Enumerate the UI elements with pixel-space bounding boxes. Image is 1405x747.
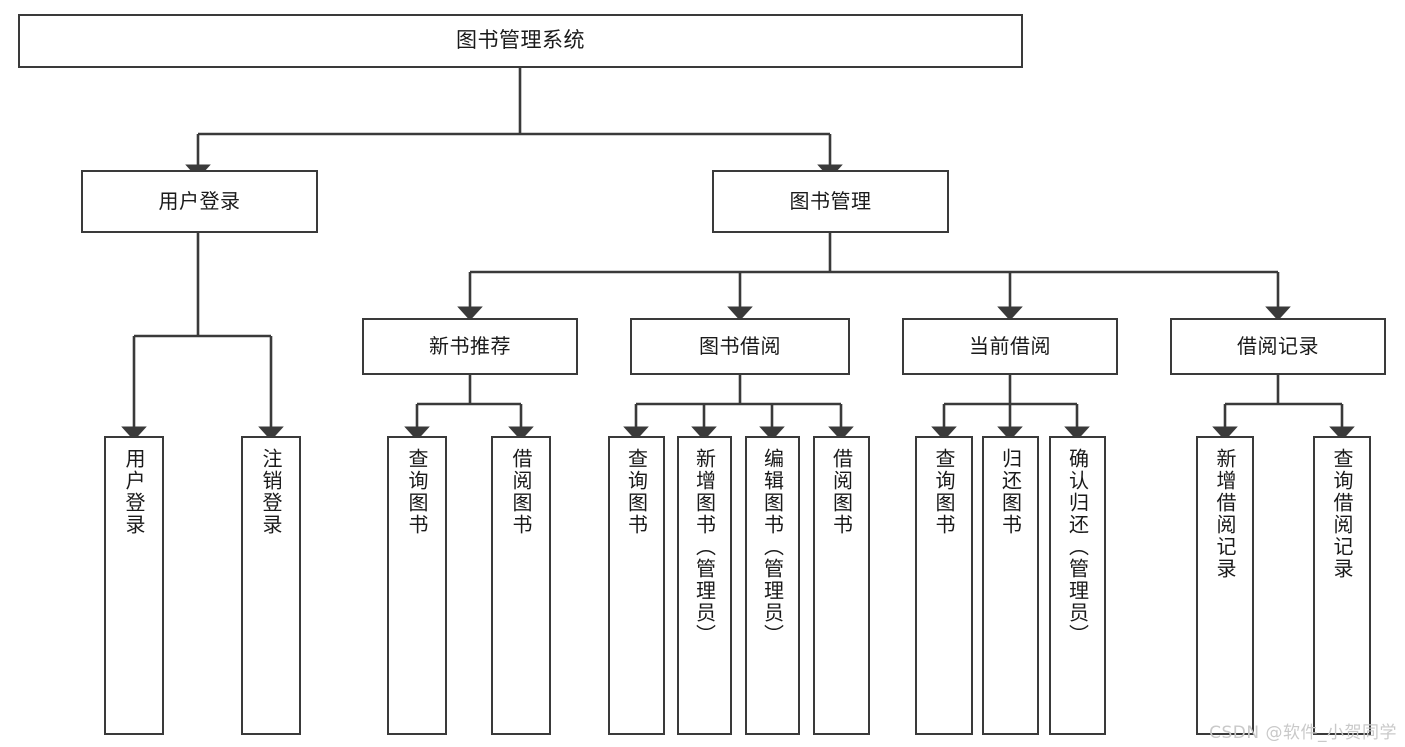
leaf-user-login-logout[interactable]: 注销登录 xyxy=(241,436,301,735)
node-label: 注销登录 xyxy=(259,448,283,536)
node-book-borrow[interactable]: 图书借阅 xyxy=(630,318,850,375)
node-label: 编辑图书（管理员） xyxy=(760,448,785,646)
leaf-user-login-login[interactable]: 用户登录 xyxy=(104,436,164,735)
node-label: 当前借阅 xyxy=(969,334,1051,359)
csdn-watermark: CSDN @软件_小贺同学 xyxy=(1209,723,1397,743)
leaf-book-borrow-edit-book-admin[interactable]: 编辑图书（管理员） xyxy=(745,436,800,735)
node-root-book-management-system[interactable]: 图书管理系统 xyxy=(18,14,1023,68)
node-label: 图书借阅 xyxy=(699,334,781,359)
node-label: 借阅图书 xyxy=(509,448,533,536)
node-label: 用户登录 xyxy=(158,189,241,214)
leaf-book-borrow-add-book-admin[interactable]: 新增图书（管理员） xyxy=(677,436,732,735)
node-user-login[interactable]: 用户登录 xyxy=(81,170,318,233)
node-label: 确认归还（管理员） xyxy=(1065,448,1090,646)
node-label: 借阅记录 xyxy=(1237,334,1319,359)
leaf-book-borrow-borrow-book[interactable]: 借阅图书 xyxy=(813,436,870,735)
node-borrow-record[interactable]: 借阅记录 xyxy=(1170,318,1386,375)
node-label: 查询图书 xyxy=(932,448,956,536)
leaf-borrow-record-add-record[interactable]: 新增借阅记录 xyxy=(1196,436,1254,735)
node-label: 图书管理 xyxy=(789,189,872,214)
leaf-current-borrow-query-book[interactable]: 查询图书 xyxy=(915,436,973,735)
leaf-current-borrow-confirm-return-admin[interactable]: 确认归还（管理员） xyxy=(1049,436,1106,735)
node-new-book-recommend[interactable]: 新书推荐 xyxy=(362,318,578,375)
node-label: 归还图书 xyxy=(998,448,1023,536)
node-label: 新增图书（管理员） xyxy=(692,448,717,646)
leaf-current-borrow-return-book[interactable]: 归还图书 xyxy=(982,436,1039,735)
node-label: 图书管理系统 xyxy=(456,28,585,53)
leaf-borrow-record-query-record[interactable]: 查询借阅记录 xyxy=(1313,436,1371,735)
leaf-new-book-borrow-book[interactable]: 借阅图书 xyxy=(491,436,551,735)
leaf-new-book-query-book[interactable]: 查询图书 xyxy=(387,436,447,735)
node-label: 查询借阅记录 xyxy=(1330,448,1354,580)
node-label: 用户登录 xyxy=(122,448,146,536)
node-label: 新书推荐 xyxy=(429,334,511,359)
node-label: 借阅图书 xyxy=(829,448,854,536)
node-label: 查询图书 xyxy=(405,448,429,536)
leaf-book-borrow-query-book[interactable]: 查询图书 xyxy=(608,436,665,735)
node-book-management[interactable]: 图书管理 xyxy=(712,170,949,233)
node-label: 新增借阅记录 xyxy=(1213,448,1237,580)
node-label: 查询图书 xyxy=(624,448,649,536)
node-current-borrow[interactable]: 当前借阅 xyxy=(902,318,1118,375)
